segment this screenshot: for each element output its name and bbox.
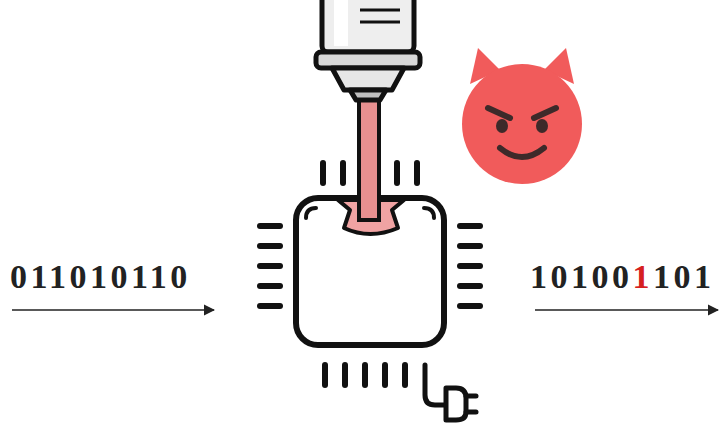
flipped-bit: 1 xyxy=(633,260,654,294)
laser-probe xyxy=(316,0,420,100)
laser-beam xyxy=(359,95,379,220)
output-arrow xyxy=(535,309,718,311)
output-bits: 101 xyxy=(653,260,715,294)
input-bits: 011010110 xyxy=(10,260,191,294)
input-arrow xyxy=(12,309,214,311)
power-plug xyxy=(425,365,476,420)
output-bits: 10100 xyxy=(530,260,633,294)
devil-emoji xyxy=(462,48,582,184)
